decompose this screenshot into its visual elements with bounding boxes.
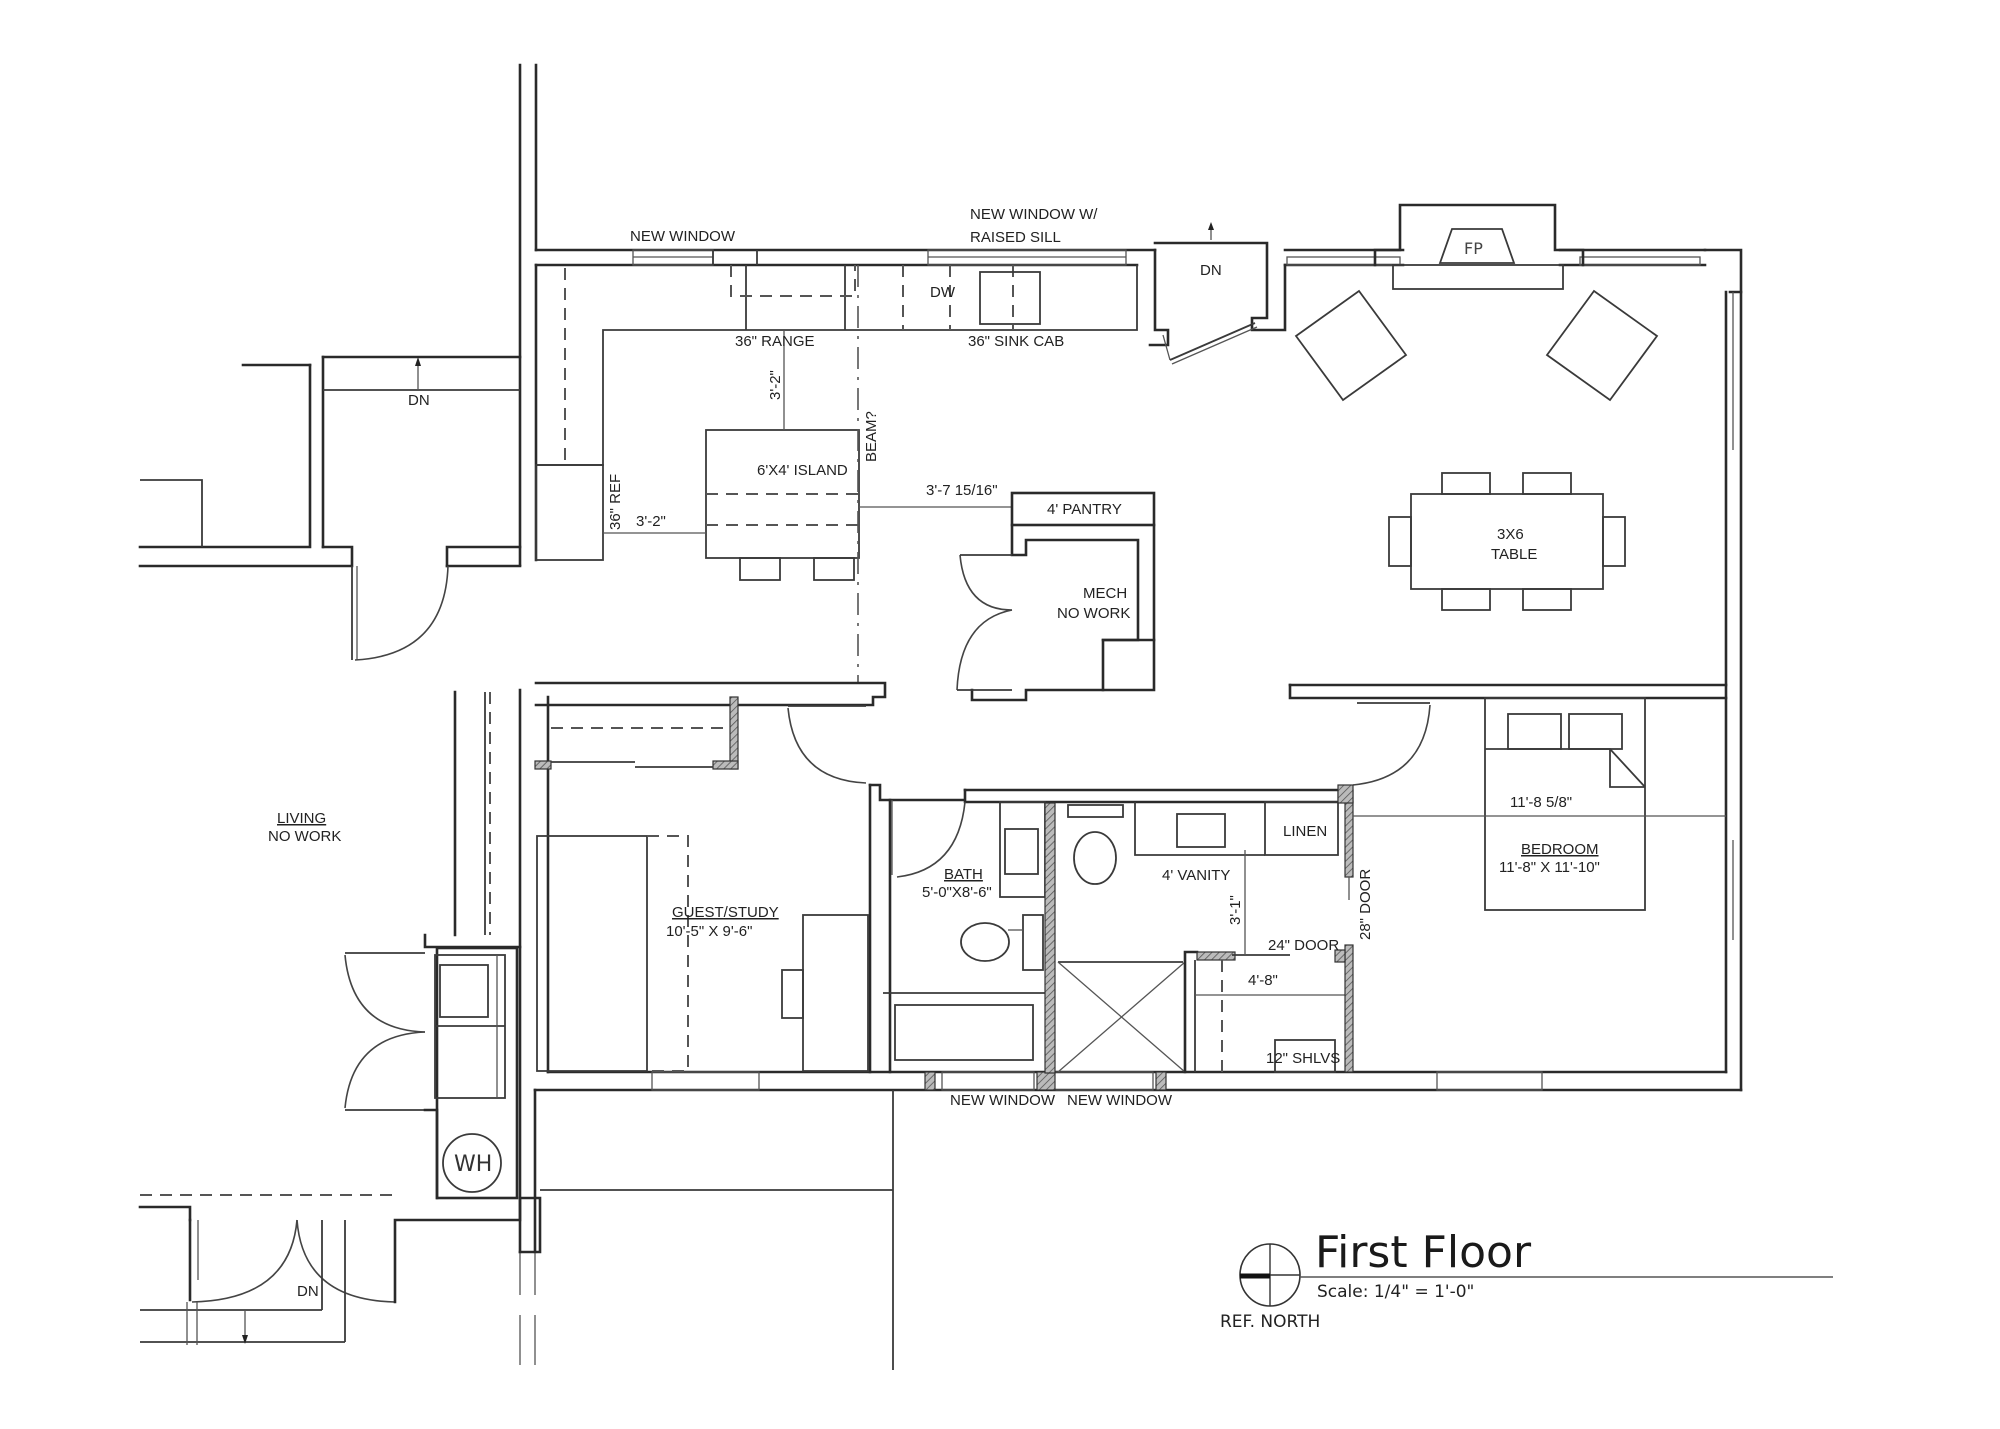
label-28-door: 28" DOOR	[1357, 869, 1374, 940]
scale-label: Scale: 1/4" = 1'-0"	[1317, 1282, 1474, 1302]
dim-closet: 4'-8"	[1248, 972, 1278, 989]
bottom-stair	[138, 1090, 894, 1370]
dim-range-island: 3'-2"	[767, 370, 784, 400]
dim-bedroom: 11'-8 5/8"	[1510, 794, 1572, 811]
label-beam: BEAM?	[863, 411, 880, 462]
stair-top	[1148, 222, 1287, 365]
bath	[883, 788, 1342, 1074]
page-title: First Floor	[1315, 1227, 1532, 1278]
label-bath-window-right: NEW WINDOW	[1067, 1092, 1173, 1109]
pantry-mech	[956, 491, 1156, 702]
label-sink-window-1: NEW WINDOW W/	[970, 206, 1098, 223]
bedroom	[1353, 697, 1726, 911]
label-water-heater: WH	[454, 1152, 492, 1177]
label-bath: BATH	[944, 866, 983, 883]
label-guest-study-size: 10'-5" X 9'-6"	[666, 923, 752, 940]
label-kitchen-window: NEW WINDOW	[630, 228, 736, 245]
label-sink-window-2: RAISED SILL	[970, 229, 1061, 246]
label-shelves: 12" SHLVS	[1266, 1050, 1340, 1067]
label-mech-note: NO WORK	[1057, 605, 1130, 622]
left-stair-area	[138, 355, 522, 661]
label-fireplace: FP	[1464, 239, 1483, 258]
dim-vanity: 3'-1"	[1227, 895, 1244, 925]
label-bedroom: BEDROOM	[1521, 841, 1599, 858]
label-ref: 36" REF	[607, 474, 624, 530]
label-stair-dn-bottom: DN	[297, 1283, 319, 1300]
label-living: LIVING	[277, 810, 326, 827]
label-mech: MECH	[1083, 585, 1127, 602]
label-bath-size: 5'-0"X8'-6"	[922, 884, 992, 901]
north-label: REF. NORTH	[1220, 1312, 1320, 1332]
laundry	[140, 690, 522, 1200]
guest-study	[534, 681, 892, 1074]
label-bath-window-left: NEW WINDOW	[950, 1092, 1056, 1109]
north-arrow-icon	[1239, 1243, 1301, 1307]
label-stair-dn-left: DN	[408, 392, 430, 409]
label-vanity: 4' VANITY	[1162, 867, 1230, 884]
label-living-note: NO WORK	[268, 828, 341, 845]
dim-island-pantry: 3'-7 15/16"	[926, 482, 998, 499]
label-linen: LINEN	[1283, 823, 1327, 840]
label-sink: 36" SINK CAB	[968, 333, 1064, 350]
great-room	[1288, 203, 1728, 700]
master-bath	[1057, 702, 1431, 1074]
kitchen	[535, 265, 1138, 683]
label-island: 6'X4' ISLAND	[757, 462, 848, 479]
label-dw: DW	[930, 284, 956, 301]
label-pantry: 4' PANTRY	[1047, 501, 1122, 518]
title-block: First Floor Scale: 1/4" = 1'-0" REF. NOR…	[1220, 1227, 1833, 1332]
labels: NEW WINDOW NEW WINDOW W/ RAISED SILL 36"…	[268, 206, 1600, 1300]
label-range: 36" RANGE	[735, 333, 815, 350]
label-table-size: 3X6	[1497, 526, 1524, 543]
windows	[632, 249, 1734, 1091]
label-table: TABLE	[1491, 546, 1537, 563]
label-bedroom-size: 11'-8" X 11'-10"	[1499, 859, 1600, 876]
label-24-door: 24" DOOR	[1268, 937, 1339, 954]
label-stair-dn-top: DN	[1200, 262, 1222, 279]
dim-ref-island: 3'-2"	[636, 513, 666, 530]
label-guest-study: GUEST/STUDY	[672, 904, 779, 921]
